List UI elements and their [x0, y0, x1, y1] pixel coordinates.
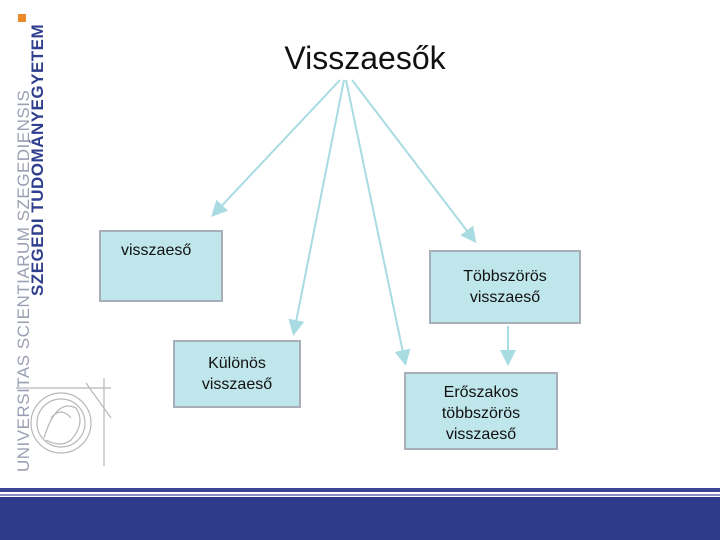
arrow-title-to-eroszakos: [345, 79, 411, 366]
node-label-line: visszaeső: [469, 289, 541, 306]
node-label: visszaeső: [121, 242, 192, 259]
node-label-line: visszaeső: [201, 376, 273, 393]
diagram-title: Visszaesők: [284, 40, 446, 76]
node-label-line: Többszörös: [463, 268, 547, 285]
node-label-line: visszaeső: [445, 426, 517, 443]
footer-divider: [0, 488, 720, 492]
university-seal-icon: [16, 378, 112, 466]
node-visszaeso: visszaeső: [99, 230, 223, 302]
arrow-title-to-tobbszoros: [351, 79, 477, 244]
arrow-title-to-kulonos: [288, 79, 345, 336]
footer-divider-thin: [0, 494, 720, 496]
node-tobbszoros: Többszörös visszaeső: [429, 250, 581, 324]
node-kulonos: Különös visszaeső: [173, 340, 301, 408]
node-label-line: Különös: [208, 355, 266, 372]
footer-bar: [0, 497, 720, 540]
node-label-line: Erőszakos: [443, 384, 519, 401]
node-label-line: többszörös: [441, 405, 521, 422]
node-eroszakos: Erőszakos többszörös visszaeső: [404, 372, 558, 450]
logo-accent-square: [18, 14, 26, 22]
arrow-title-to-visszaeso: [211, 79, 341, 217]
